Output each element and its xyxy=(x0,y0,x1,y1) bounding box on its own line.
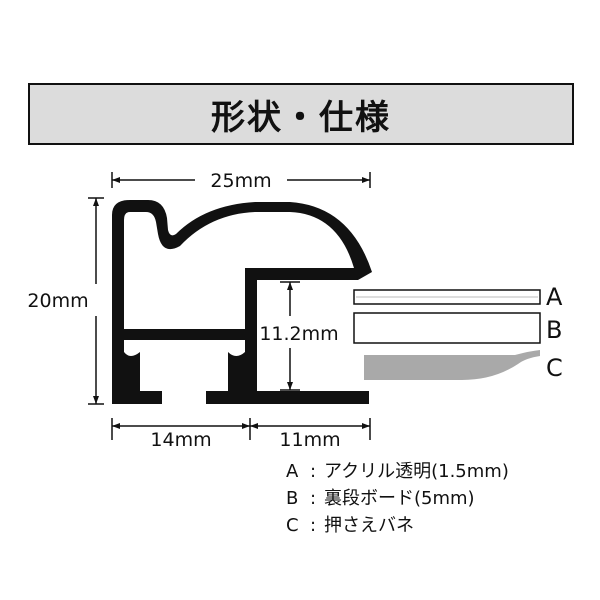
legend-key: A xyxy=(286,461,299,482)
frame-foot-right xyxy=(245,391,369,404)
layer-a-acrylic: A xyxy=(353,283,563,311)
frame-foot-left xyxy=(112,391,162,404)
layer-c-label: C xyxy=(546,354,563,382)
dimension-bottom: 14mm 11mm xyxy=(111,418,371,451)
legend-text: 押さえバネ xyxy=(324,515,414,536)
frame-inner-notch-left xyxy=(124,352,140,391)
layer-b-label: B xyxy=(546,316,562,344)
legend-item-b: B: 裏段ボード(5mm) xyxy=(286,485,509,512)
dimension-inner: 11.2mm xyxy=(259,281,339,391)
legend-item-c: C: 押さえバネ xyxy=(286,512,509,539)
frame-inner-bar xyxy=(120,329,250,340)
page-title: 形状・仕様 xyxy=(211,97,391,138)
legend-item-a: A: アクリル透明(1.5mm) xyxy=(286,458,509,485)
legend: A: アクリル透明(1.5mm) B: 裏段ボード(5mm) C: 押さえバネ xyxy=(286,458,509,539)
frame-profile xyxy=(112,200,372,404)
frame-foot-mid xyxy=(206,391,256,404)
frame-inner-notch-right xyxy=(228,352,245,391)
legend-sep: : xyxy=(309,488,317,509)
dimension-depth-label: 11.2mm xyxy=(259,323,338,345)
dimension-bottom-left-label: 14mm xyxy=(150,429,211,451)
dimension-bottom-right-label: 11mm xyxy=(279,429,340,451)
layer-c-spring: C xyxy=(364,350,563,382)
dimension-top: 25mm xyxy=(111,170,371,192)
dimension-height-label: 20mm xyxy=(27,290,88,312)
layer-b-board: B xyxy=(353,312,562,344)
dimension-left: 20mm xyxy=(27,197,104,405)
frame-inner-leg xyxy=(245,329,257,398)
legend-key: C xyxy=(286,515,299,536)
layer-a-label: A xyxy=(546,283,563,311)
dimension-width-label: 25mm xyxy=(210,170,271,192)
legend-sep: : xyxy=(309,461,317,482)
title-bar: 形状・仕様 xyxy=(28,83,574,145)
legend-text: アクリル透明(1.5mm) xyxy=(324,461,509,482)
legend-sep: : xyxy=(309,515,317,536)
legend-text: 裏段ボード(5mm) xyxy=(324,488,475,509)
legend-key: B xyxy=(286,488,299,509)
